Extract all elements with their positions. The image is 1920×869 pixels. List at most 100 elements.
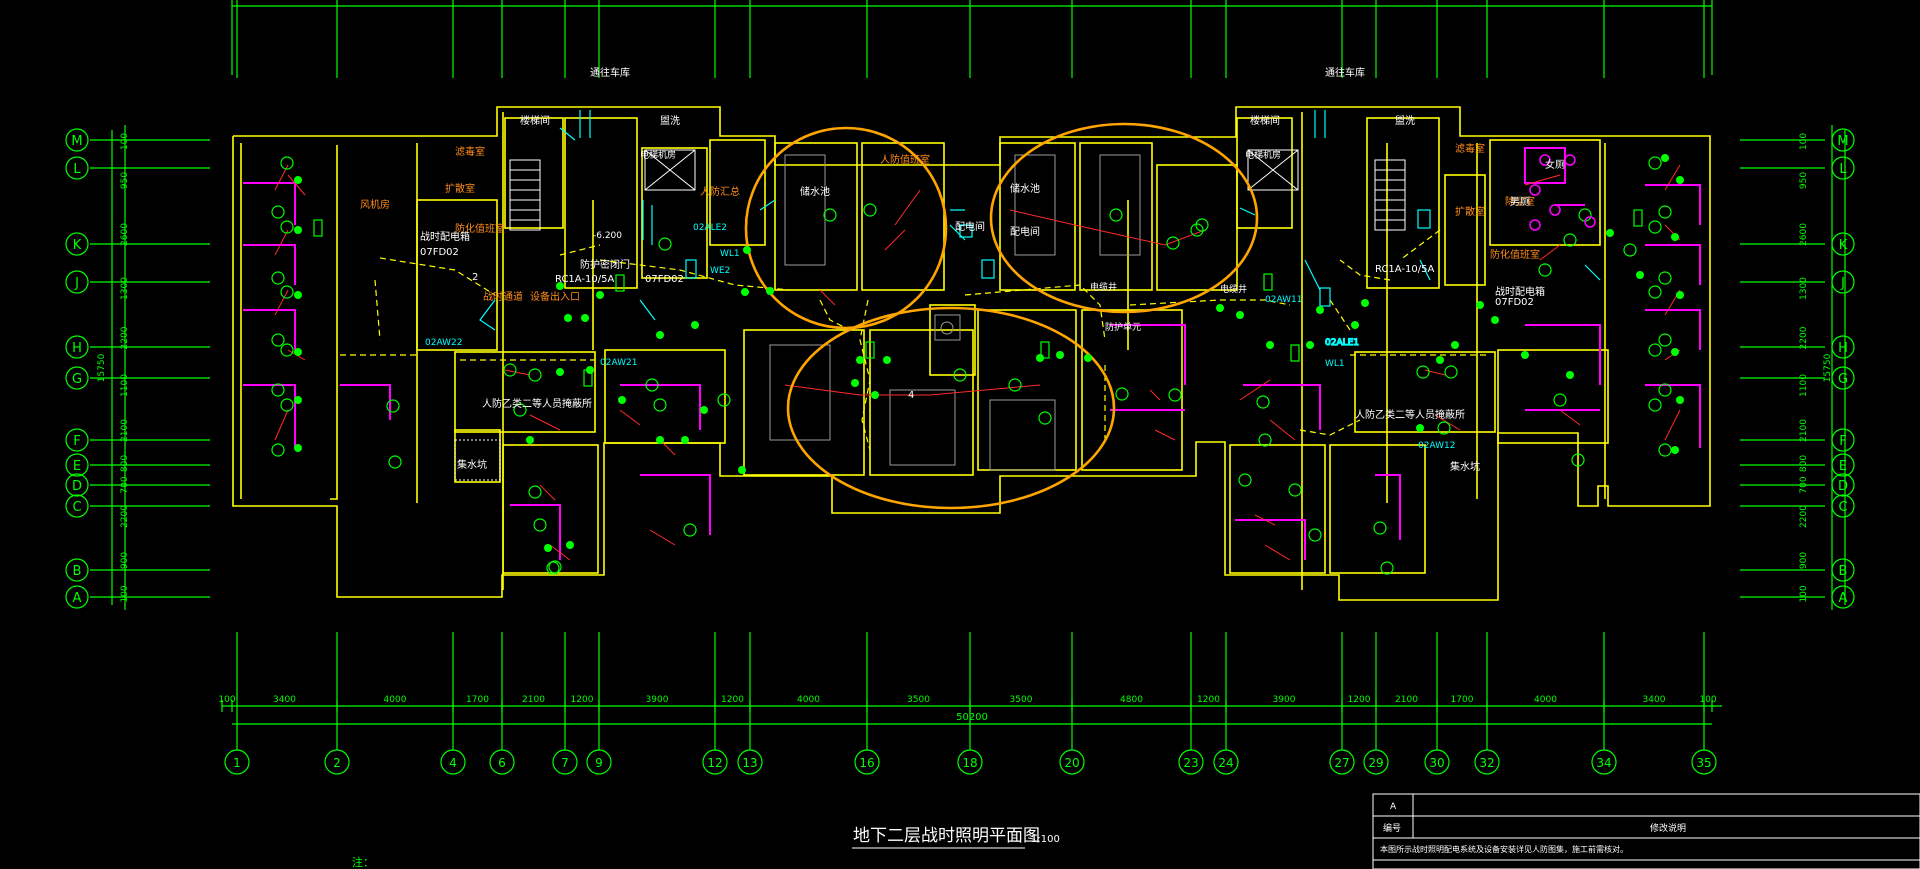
light-fixture (1623, 243, 1637, 257)
dimension-label: 1300 (120, 277, 130, 300)
equipment-code: 07FD02 (645, 274, 684, 285)
dimension-label: 2100 (120, 419, 130, 442)
fixture-dot (1671, 233, 1679, 241)
equipment-code: 02ALE1 (1325, 338, 1359, 348)
dimension-label: 3500 (907, 695, 930, 705)
dimension-label: 1200 (571, 695, 594, 705)
equipment-code: 07FD02 (1495, 297, 1534, 308)
fixture-dot (294, 226, 302, 234)
fixture-dot (1476, 301, 1484, 309)
axis-bubble (1831, 232, 1855, 256)
fixture-dot (581, 314, 589, 322)
light-fixture (1190, 223, 1204, 237)
room-label: 盥洗 (1395, 115, 1415, 127)
light-fixture (280, 285, 294, 299)
light-fixture (863, 203, 877, 217)
axis-label: 7 (561, 756, 569, 770)
distribution-box (865, 341, 875, 359)
equipment-code: WL1 (720, 249, 740, 259)
axis-bubble (1591, 749, 1617, 775)
purple-fixture (1539, 154, 1551, 166)
dimension-label: 100 (1799, 133, 1809, 150)
title-block[interactable]: A 编号 修改说明 本图所示战时照明配电系统及设备安装详见人防图集，施工前需核对… (1372, 793, 1920, 869)
axis-bubble (65, 128, 89, 152)
purple-fixture (1549, 204, 1561, 216)
axis-bubble (65, 156, 89, 180)
fixture-dot (851, 379, 859, 387)
fixture-dot (1566, 371, 1574, 379)
axis-label: 27 (1334, 756, 1349, 770)
equipment-code: WE2 (710, 266, 730, 276)
dashed-circuits (340, 229, 1490, 451)
axis-label: 30 (1429, 756, 1444, 770)
light-fixture (271, 383, 285, 397)
dimension-label: 3900 (646, 695, 669, 705)
equipment-code: 02AW12 (1418, 441, 1455, 451)
fixture-dot (596, 291, 604, 299)
dimension-label: 2100 (1799, 419, 1809, 442)
distribution-box (1633, 209, 1643, 227)
equipment-and-doors (479, 110, 1601, 331)
room-label: 电缆井 (1220, 283, 1247, 295)
fixture-dot (883, 356, 891, 364)
axis-bubble (1329, 749, 1355, 775)
room-label: 防护密闭门 (580, 258, 630, 271)
equipment-code: 07FD02 (420, 247, 459, 258)
light-fixture (1658, 383, 1672, 397)
room-label: 人防乙类二等人员掩蔽所 (1355, 408, 1465, 421)
axis-bubble (65, 366, 89, 390)
room-labels: 风机房 滤毒室 扩散室 防化值班室 战时通道 设备出入口 人防汇总 人防值班室 … (360, 66, 1565, 473)
axis-label: A (73, 591, 82, 606)
light-fixture (1648, 343, 1662, 357)
axis-label: F (73, 434, 80, 449)
axis-label: B (73, 564, 82, 579)
fixture-dot (1216, 304, 1224, 312)
dimension-label: 2600 (120, 223, 130, 246)
light-fixture (1648, 156, 1662, 170)
light-fixture (1437, 421, 1451, 435)
axis-bubble (224, 749, 250, 775)
axis-bubble (552, 749, 578, 775)
fixture-dot (656, 436, 664, 444)
axis-bubble (957, 749, 983, 775)
light-fixture (513, 403, 527, 417)
fixture-dot (1451, 341, 1459, 349)
fixture-dot (294, 348, 302, 356)
light-fixture (1380, 561, 1394, 575)
axis-bubble (1831, 128, 1855, 152)
distribution-box (583, 369, 593, 387)
light-fixture (271, 443, 285, 457)
equipment-code: 02AW22 (425, 338, 462, 348)
axis-label: 1 (233, 756, 241, 770)
fixture-dot (294, 444, 302, 452)
dimension-label: 1200 (721, 695, 744, 705)
building-outline (232, 106, 1711, 601)
axis-bubble (1831, 366, 1855, 390)
light-fixture (823, 208, 837, 222)
distribution-box (1290, 344, 1300, 362)
axis-label: M (71, 134, 82, 149)
fixture-dot (1676, 176, 1684, 184)
light-fixture (1571, 453, 1585, 467)
distribution-box (1040, 341, 1050, 359)
dimension-label: 800 (1799, 455, 1809, 472)
axis-label: 4 (449, 756, 457, 770)
axis-label: D (72, 479, 82, 494)
fixture-dot (1306, 341, 1314, 349)
axis-label: L (73, 162, 81, 177)
light-fixture (280, 398, 294, 412)
axis-label: J (1840, 276, 1845, 291)
dimension-label: 100 (120, 133, 130, 150)
circuit-number: 2 (472, 272, 478, 283)
dimension-label: 1200 (1197, 695, 1220, 705)
light-fixture (528, 485, 542, 499)
fixture-dot (1036, 354, 1044, 362)
fixture-dot (1316, 306, 1324, 314)
fixture-dot (544, 544, 552, 552)
light-fixture (503, 363, 517, 377)
dimension-label: 1700 (1451, 695, 1474, 705)
fixture-dot (526, 436, 534, 444)
room-label: 储水池 (1010, 182, 1040, 195)
light-fixture (1238, 473, 1252, 487)
